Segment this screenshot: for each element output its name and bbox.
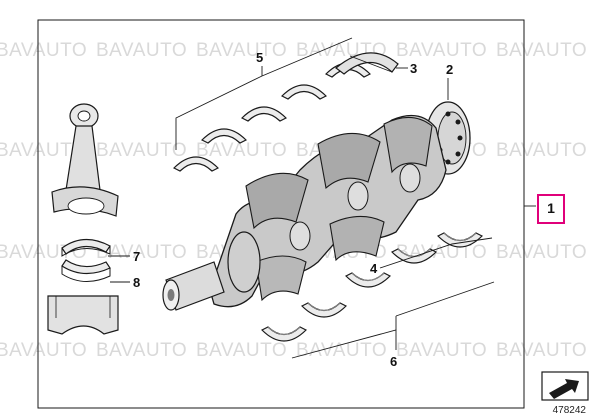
watermark-text: BAVAUTO <box>0 140 88 161</box>
main-bearing-shells-lower <box>261 232 495 359</box>
callout-7: 7 <box>133 249 140 264</box>
watermark-text: BAVAUTO <box>0 340 88 361</box>
watermark-text: BAVAUTO <box>496 340 588 361</box>
conrod-bearing-shell-7 <box>61 238 130 257</box>
watermark-text: BAVAUTO <box>196 340 288 361</box>
watermark-text: BAVAUTO <box>496 40 588 61</box>
callout-3: 3 <box>410 61 417 76</box>
watermark-text: BAVAUTO <box>496 140 588 161</box>
callout-2: 2 <box>446 62 453 77</box>
watermark-text: BAVAUTO <box>296 340 388 361</box>
watermark-text: BAVAUTO <box>0 40 88 61</box>
connecting-rod <box>51 103 119 217</box>
connecting-rod-cap <box>47 295 119 335</box>
watermark-text: BAVAUTO <box>96 40 188 61</box>
next-page-arrow-icon[interactable] <box>541 371 589 401</box>
diagram-id: 478242 <box>552 405 586 416</box>
callout-1: 1 <box>547 200 555 216</box>
watermark-text: BAVAUTO <box>396 40 488 61</box>
watermark-text: BAVAUTO <box>96 340 188 361</box>
main-bearing-shells-upper <box>173 37 371 172</box>
assembly-frame <box>37 19 525 409</box>
watermark-text: BAVAUTO <box>96 242 188 263</box>
watermark-text: BAVAUTO <box>196 140 288 161</box>
callout-5: 5 <box>256 50 263 65</box>
callout-8: 8 <box>133 275 140 290</box>
watermark-text: BAVAUTO <box>96 140 188 161</box>
crankshaft <box>162 78 471 311</box>
watermark-text: BAVAUTO <box>496 242 588 263</box>
watermark-text: BAVAUTO <box>196 40 288 61</box>
callout-4: 4 <box>370 261 378 276</box>
thrust-bearing-shell <box>335 52 408 75</box>
conrod-bearing-shell-8 <box>61 259 130 283</box>
watermark-text: BAVAUTO <box>396 340 488 361</box>
assembly-callout-highlight[interactable]: 1 <box>537 194 565 224</box>
callout-6: 6 <box>390 354 397 369</box>
